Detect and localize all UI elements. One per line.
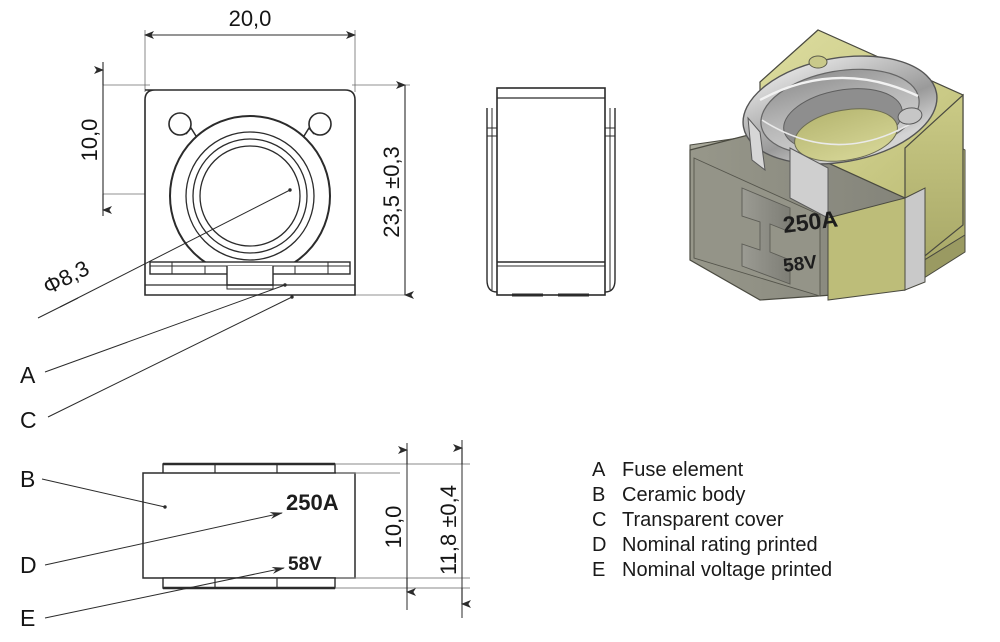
iso-collar-highlight (759, 76, 919, 102)
iso-collar-lip (747, 116, 766, 172)
leader-b (41, 478, 167, 509)
iso-cut-edge-strip (904, 187, 926, 291)
front-view-extension-lines (336, 463, 470, 589)
dimension-label-front-inner: 10,0 (381, 506, 406, 549)
bore-diameter-leader-tail (37, 297, 79, 319)
side-view (486, 87, 616, 297)
top-view-tab-right (308, 112, 332, 136)
legend-text-a: Fuse element (622, 459, 744, 481)
top-view-ring-1 (185, 131, 315, 261)
iso-collar-tab-top (808, 55, 828, 69)
top-view (37, 30, 414, 319)
legend-item-e: E Nominal voltage printed (592, 559, 832, 584)
leader-e (44, 567, 285, 619)
legend-text-e: Nominal voltage printed (622, 559, 833, 581)
dimension-label-bore-diameter: Φ8,3 (39, 255, 93, 299)
legend-key-b: B (592, 484, 606, 506)
front-view-marking-voltage: 58V (288, 554, 322, 575)
legend-item-d: D Nominal rating printed (592, 534, 832, 559)
top-view-notch-right (303, 126, 315, 137)
callout-label-b: B (20, 466, 35, 492)
iso-fuse-element (741, 187, 791, 285)
legend-key-c: C (592, 509, 607, 531)
front-view-ceramic-body (142, 472, 356, 579)
dimension-label-top-width: 20,0 (229, 6, 272, 31)
legend-key-a: A (592, 459, 606, 481)
callout-label-d: D (20, 552, 37, 578)
legend-item-b: B Ceramic body (592, 484, 832, 509)
top-view-ring-3 (199, 145, 301, 247)
legend-text-b: Ceramic body (622, 484, 746, 506)
legend-text-c: Transparent cover (622, 509, 784, 531)
top-view-tab-left (168, 112, 192, 136)
callout-label-e: E (20, 605, 35, 631)
callout-label-c: C (20, 407, 37, 433)
bore-diameter-leader (59, 188, 292, 308)
top-view-cover-outer-circle (169, 115, 331, 277)
isometric-view: 250A 58V (689, 29, 966, 301)
dimension-label-top-height: 23,5 ±0,3 (379, 146, 404, 238)
leader-a (44, 283, 287, 373)
iso-collar-front-wall (789, 147, 829, 219)
iso-marking-voltage: 58V (782, 252, 818, 277)
iso-collar-tab-right (897, 107, 923, 125)
legend-item-a: A Fuse element (592, 459, 832, 484)
callout-leaders (41, 283, 294, 619)
legend-text-d: Nominal rating printed (622, 534, 818, 556)
leader-d (44, 512, 283, 566)
iso-bore-floor (794, 108, 898, 162)
legend: A Fuse element B Ceramic body C Transpar… (592, 459, 832, 584)
front-view-bottom-tabs (162, 577, 336, 590)
iso-collar-highlight-lower (761, 117, 921, 146)
top-view-ring-2 (192, 138, 308, 254)
leader-c (47, 295, 294, 418)
top-view-notch-left (185, 126, 197, 137)
front-view-marking-rating: 250A (286, 490, 339, 515)
legend-key-e: E (592, 559, 606, 581)
dimension-label-front-overall: 11,8 ±0,4 (436, 485, 461, 575)
legend-item-c: C Transparent cover (592, 509, 832, 534)
dimension-label-hole-offset: 10,0 (77, 119, 102, 162)
callout-label-a: A (20, 362, 36, 388)
legend-key-d: D (592, 534, 607, 556)
front-view: 250A 58V (142, 440, 471, 618)
